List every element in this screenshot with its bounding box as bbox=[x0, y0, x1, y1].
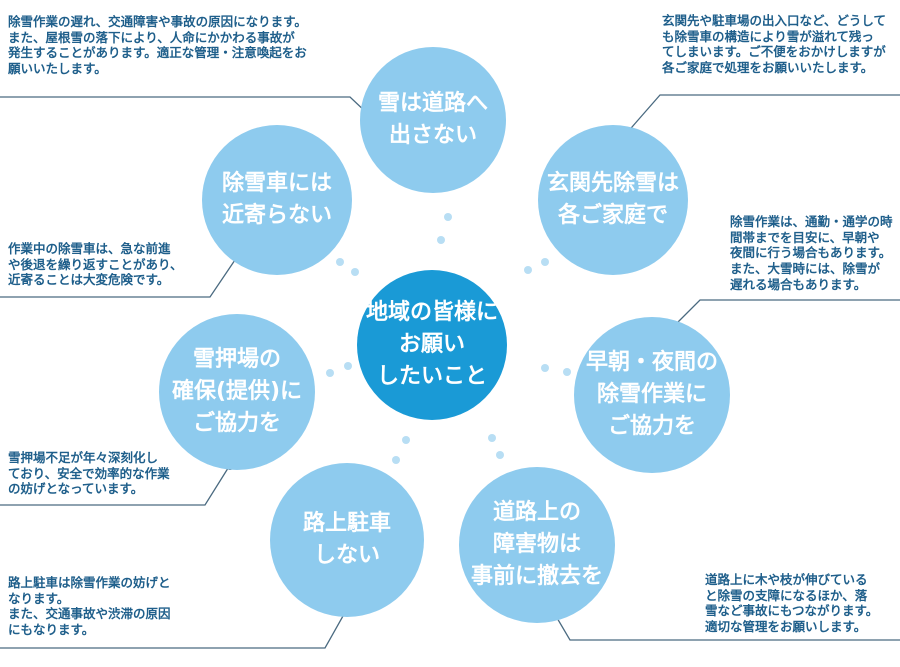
note-entrance-snow: 玄関先や駐車場の出入口など、どうして も除雪車の構造により雪が溢れて残っ てしま… bbox=[662, 13, 887, 75]
circle-snow-dump-site: 雪押場の 確保(提供)に ご協力を bbox=[159, 314, 315, 470]
note-no-street-parking: 路上駐車は除雪作業の妨げと なります。 また、交通事故や渋滞の原因 にもなります… bbox=[8, 575, 171, 637]
circle-line: 雪押場の bbox=[192, 347, 281, 373]
circle-line: 確保(提供)に bbox=[171, 379, 303, 405]
center-line: したいこと bbox=[376, 363, 487, 389]
circle-line: 雪は道路へ bbox=[377, 91, 488, 117]
circle-line: 出さない bbox=[388, 123, 477, 148]
circle-line: 各ご家庭で bbox=[557, 203, 668, 228]
note-snow-dump-site: 雪押場不足が年々深刻化し ており、安全で効率的な作業 の妨げとなっています。 bbox=[8, 450, 170, 497]
note-early-night-work: 除雪作業は、通勤・通学の時 間帯までを目安に、早朝や 夜間に行う場合もあります。… bbox=[730, 214, 893, 292]
circle-line: 路上駐車 bbox=[302, 511, 391, 537]
note-no-snow-on-road: 除雪作業の遅れ、交通障害や事故の原因になります。 また、屋根雪の落下により、人命… bbox=[8, 14, 307, 76]
circle-keep-away-plow: 除雪車には 近寄らない bbox=[202, 125, 352, 275]
center-line: 地域の皆様に bbox=[365, 300, 498, 326]
circle-early-night-work: 早朝・夜間の 除雪作業に ご協力を bbox=[574, 317, 730, 473]
circle-line: 除雪作業に bbox=[596, 382, 707, 408]
circle-remove-obstacles: 道路上の 障害物は 事前に撤去を bbox=[459, 467, 615, 623]
circle-line: 障害物は bbox=[492, 532, 581, 558]
center-circle: 地域の皆様に お願い したいこと bbox=[357, 270, 507, 420]
circle-line: 除雪車には bbox=[221, 171, 332, 197]
circle-line: 道路上の bbox=[492, 500, 581, 526]
circle-line: ご協力を bbox=[607, 413, 696, 439]
circle-line: しない bbox=[313, 543, 380, 568]
note-remove-obstacles: 道路上に木や枝が伸びている と除雪の支障になるほか、落 雪など事故にもつながりま… bbox=[705, 572, 879, 634]
circle-line: 近寄らない bbox=[221, 203, 332, 228]
circle-line: ご協力を bbox=[192, 410, 281, 436]
circle-entrance-snow: 玄関先除雪は 各ご家庭で bbox=[538, 125, 688, 275]
circle-no-street-parking: 路上駐車 しない bbox=[270, 463, 424, 617]
note-keep-away-plow: 作業中の除雪車は、急な前進 や後退を繰り返すことがあり、 近寄ることは大変危険で… bbox=[8, 241, 183, 288]
circle-line: 玄関先除雪は bbox=[546, 171, 679, 197]
circle-no-snow-on-road: 雪は道路へ 出さない bbox=[360, 47, 506, 193]
circle-line: 事前に撤去を bbox=[470, 563, 603, 589]
circle-line: 早朝・夜間の bbox=[585, 350, 718, 376]
center-line: お願い bbox=[398, 332, 465, 358]
